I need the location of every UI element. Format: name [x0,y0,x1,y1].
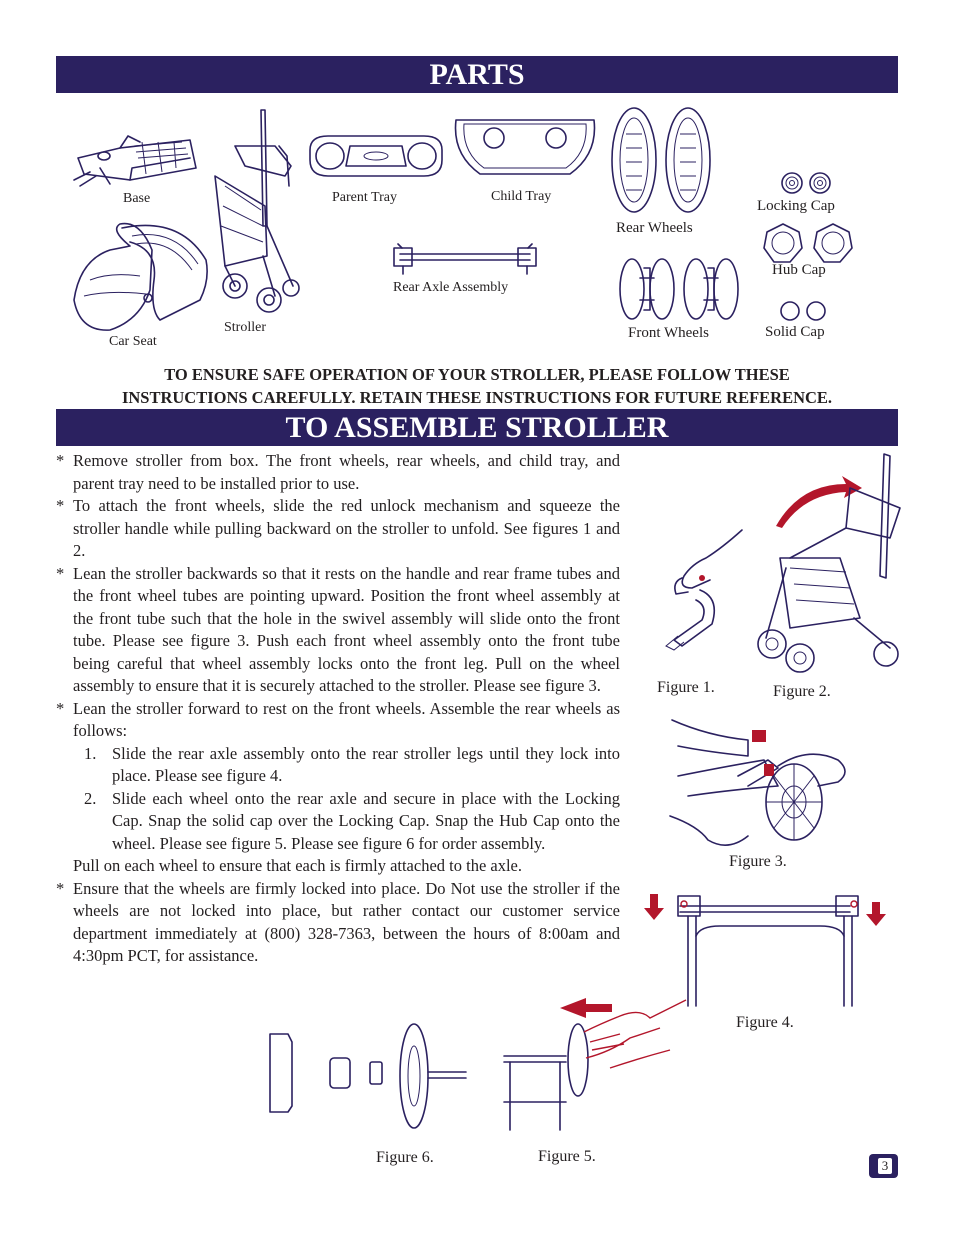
figure-4-caption: Figure 4. [736,1014,794,1031]
figure-5-illustration [503,998,687,1131]
label-rear-axle: Rear Axle Assembly [393,280,509,295]
bullet: * [56,698,65,718]
bullet: * [56,563,65,583]
label-rear-wheels: Rear Wheels [616,220,693,236]
assemble-heading: TO ASSEMBLE STROLLER [56,409,898,446]
label-car-seat: Car Seat [109,334,157,349]
stroller-illustration [214,109,300,313]
figure-1-illustration [665,529,743,651]
instruction-substep-1: 1. Slide the rear axle assembly onto the… [56,743,620,788]
substep-number: 1. [84,743,97,763]
page-number: 3 [878,1158,892,1174]
step-text: Remove stroller from box. The front whee… [73,451,620,493]
label-parent-tray: Parent Tray [332,190,397,205]
label-base: Base [123,191,151,206]
safety-warning: TO ENSURE SAFE OPERATION OF YOUR STROLLE… [56,364,898,409]
step-text: Ensure that the wheels are firmly locked… [73,878,620,966]
hub-cap-illustration [763,223,853,263]
figure-3-caption: Figure 3. [729,853,787,870]
rear-wheels-illustration [611,107,711,213]
bullet: * [56,496,65,515]
base-illustration [73,135,197,187]
bullet: * [56,878,65,898]
step-text: Lean the stroller backwards so that it r… [73,563,620,696]
assembly-instructions: * Remove stroller from box. The front wh… [56,450,620,968]
rear-axle-illustration [393,243,537,275]
figure-1-caption: Figure 1. [657,679,715,696]
label-solid-cap: Solid Cap [765,324,825,340]
figure-6-illustration [269,1023,467,1129]
instruction-step-4: * Lean the stroller forward to rest on t… [56,698,620,743]
label-front-wheels: Front Wheels [628,325,709,341]
label-stroller: Stroller [224,320,266,335]
instruction-step-3: * Lean the stroller backwards so that it… [56,563,620,698]
car-seat-illustration [73,222,208,331]
figure-6-caption: Figure 6. [376,1149,434,1166]
pull-note: Pull on each wheel to ensure that each i… [73,856,523,875]
locking-cap-illustration [781,172,831,194]
bullet: * [56,451,65,470]
warning-line-1: TO ENSURE SAFE OPERATION OF YOUR STROLLE… [164,365,790,384]
instruction-substep-2: 2. Slide each wheel onto the rear axle a… [56,788,620,856]
substep-text: Slide the rear axle assembly onto the re… [112,743,620,786]
instruction-step-5: * Ensure that the wheels are firmly lock… [56,878,620,968]
substep-number: 2. [84,788,97,808]
parts-heading: PARTS [56,56,898,93]
figure-3-illustration [669,719,846,846]
figure-4-illustration [644,894,886,1007]
solid-cap-illustration [780,301,826,321]
warning-line-2: INSTRUCTIONS CAREFULLY. RETAIN THESE INS… [121,387,833,407]
figure-2-illustration [757,453,901,673]
instruction-step-2: * To attach the front wheels, slide the … [56,495,620,563]
instruction-step-1: * Remove stroller from box. The front wh… [56,450,620,495]
parent-tray-illustration [309,135,443,177]
label-child-tray: Child Tray [491,189,552,204]
child-tray-illustration [454,119,596,175]
step-text: To attach the front wheels, slide the re… [73,496,620,560]
substep-text: Slide each wheel onto the rear axle and … [112,788,620,853]
label-locking-cap: Locking Cap [757,198,835,214]
label-hub-cap: Hub Cap [772,262,826,278]
figure-5-caption: Figure 5. [538,1148,596,1165]
figure-2-caption: Figure 2. [773,683,831,700]
step-text: Lean the stroller forward to rest on the… [73,698,620,741]
front-wheels-illustration [619,258,739,320]
